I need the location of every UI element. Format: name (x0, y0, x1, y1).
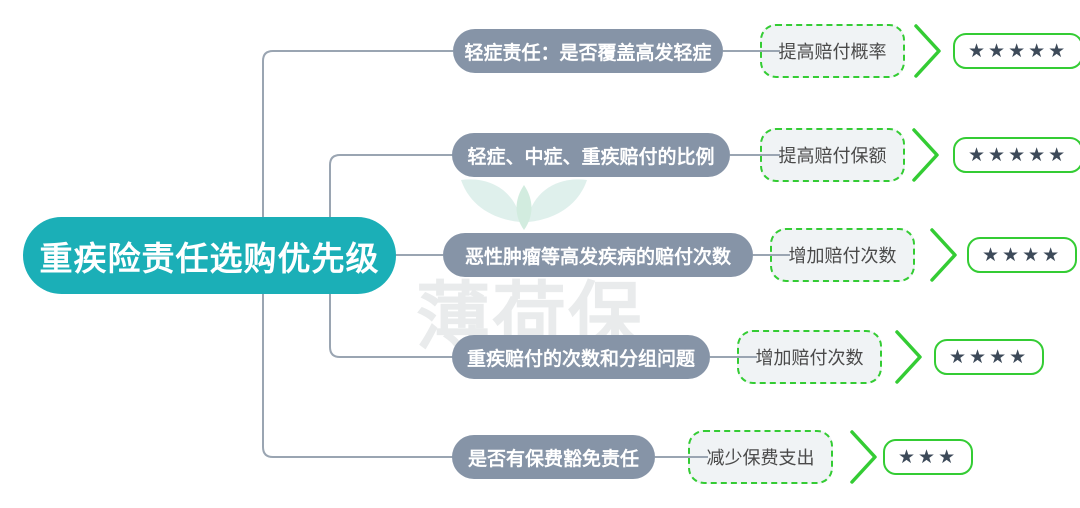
action-node-2[interactable]: 提高赔付保额 (760, 128, 905, 182)
action-node-5[interactable]: 减少保费支出 (688, 430, 833, 484)
action-node-3[interactable]: 增加赔付次数 (770, 228, 915, 282)
branch-node-1[interactable]: 轻症责任：是否覆盖高发轻症 (453, 29, 723, 73)
star-rating-4: ★★★★ (934, 339, 1045, 375)
branch-action-connector-2 (730, 154, 780, 156)
connector-branch-1 (262, 50, 453, 218)
branch-action-connector-5 (655, 456, 708, 458)
star-icons: ★★★★ (982, 244, 1063, 266)
star-icons: ★★★ (898, 446, 959, 468)
connector-branch-2 (329, 154, 453, 221)
chevron-right-icon (850, 430, 877, 484)
connector-branch-5 (262, 293, 453, 458)
branch-label: 是否有保费豁免责任 (467, 448, 639, 470)
chevron-right-icon (895, 330, 922, 384)
action-label: 增加赔付次数 (755, 348, 864, 368)
star-rating-5: ★★★ (883, 439, 974, 475)
star-rating-3: ★★★★ (967, 237, 1078, 273)
action-label: 减少保费支出 (706, 448, 815, 468)
chevron-right-icon (930, 228, 957, 282)
action-label: 提高赔付概率 (778, 42, 887, 62)
branch-action-connector-4 (710, 356, 757, 358)
chevron-right-icon (912, 128, 939, 182)
star-icons: ★★★★ (949, 346, 1030, 368)
star-rating-1: ★★★★★ (953, 33, 1080, 69)
branch-action-connector-3 (753, 254, 790, 256)
action-node-1[interactable]: 提高赔付概率 (760, 24, 905, 78)
connector-branch-4 (329, 292, 453, 358)
branch-label: 轻症、中症、重疾赔付的比例 (467, 146, 715, 168)
star-icons: ★★★★★ (968, 40, 1069, 62)
chevron-right-icon (914, 24, 941, 78)
branch-label: 轻症责任：是否覆盖高发轻症 (464, 42, 712, 64)
branch-node-5[interactable]: 是否有保费豁免责任 (452, 435, 655, 479)
action-label: 增加赔付次数 (788, 246, 897, 266)
action-label: 提高赔付保额 (778, 146, 887, 166)
star-icons: ★★★★★ (968, 144, 1069, 166)
branch-label: 重疾赔付的次数和分组问题 (466, 348, 695, 370)
star-rating-2: ★★★★★ (953, 137, 1080, 173)
root-node[interactable]: 重疾险责任选购优先级 (23, 217, 396, 294)
branch-node-3[interactable]: 恶性肿瘤等高发疾病的赔付次数 (443, 233, 753, 277)
branch-action-connector-1 (723, 50, 780, 52)
action-node-4[interactable]: 增加赔付次数 (737, 330, 882, 384)
branch-node-4[interactable]: 重疾赔付的次数和分组问题 (452, 335, 710, 379)
root-label: 重疾险责任选购优先级 (39, 239, 380, 277)
branch-node-2[interactable]: 轻症、中症、重疾赔付的比例 (452, 133, 730, 177)
branch-label: 恶性肿瘤等高发疾病的赔付次数 (464, 246, 731, 268)
mint-leaf-icon (461, 179, 587, 230)
